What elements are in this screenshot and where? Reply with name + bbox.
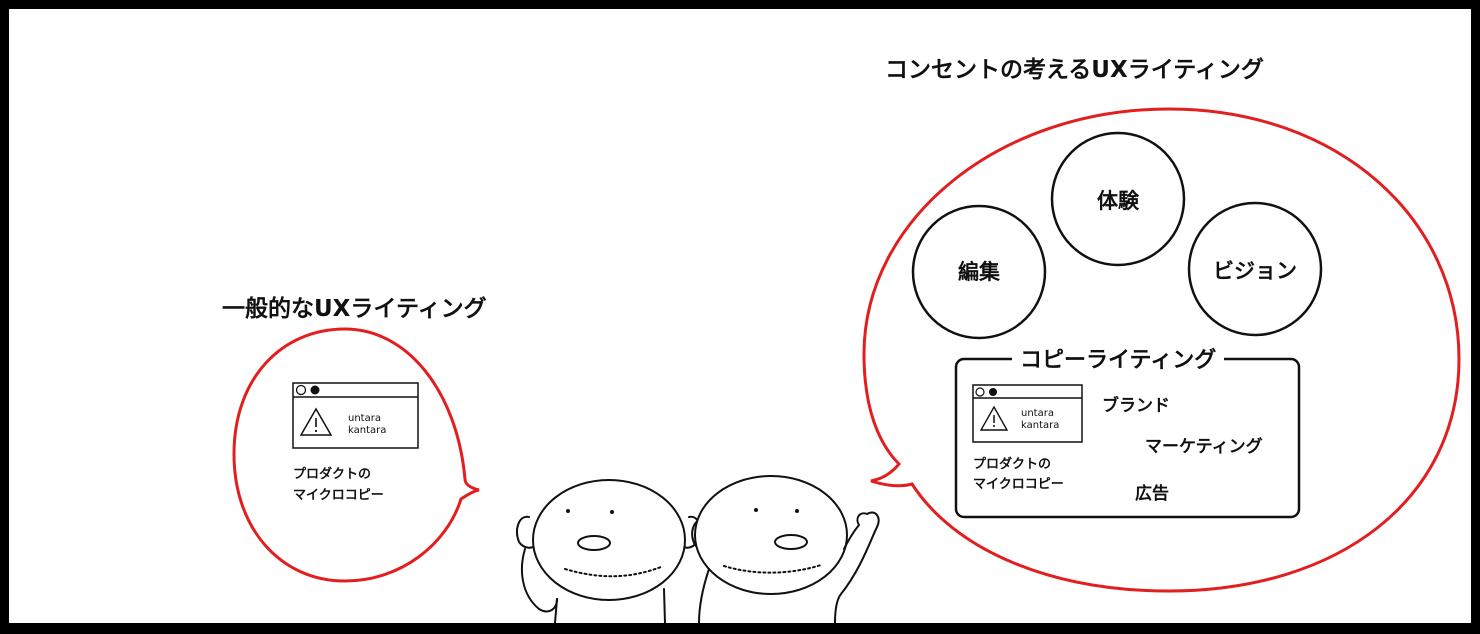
circle-label-experience: 体験	[1097, 189, 1139, 213]
circle-label-vision: ビジョン	[1213, 259, 1297, 283]
left-caption-line-2: マイクロコピー	[293, 488, 384, 503]
right-caption-line-2: マイクロコピー	[973, 477, 1064, 492]
circle-experience	[1050, 131, 1186, 267]
left-speech-bubble	[232, 327, 480, 583]
window-dot-open-icon	[975, 387, 985, 397]
circle-vision	[1187, 201, 1323, 337]
character-right	[691, 475, 880, 623]
item-marketing: マーケティング	[1145, 437, 1263, 457]
circle-editing	[911, 204, 1047, 340]
window-dot-filled-icon	[310, 385, 320, 395]
comic-panel: 一般的なUXライティング untara kantara プロダクトの マイクロコ…	[9, 9, 1471, 623]
illustration	[232, 107, 1461, 623]
warning-icon	[299, 407, 333, 436]
character-left	[516, 479, 701, 623]
left-window-text-1: untara	[348, 413, 381, 424]
right-caption-line-1: プロダクトの	[973, 457, 1052, 472]
right-speech-bubble	[862, 107, 1461, 593]
item-brand: ブランド	[1102, 396, 1170, 416]
left-window-text-2: kantara	[348, 425, 387, 436]
right-window-text-2: kantara	[1021, 420, 1060, 431]
left-window-mockup	[292, 382, 419, 449]
item-advertising: 広告	[1135, 484, 1169, 504]
right-window-mockup	[972, 384, 1083, 443]
left-title: 一般的なUXライティング	[222, 296, 487, 322]
window-dot-open-icon	[295, 384, 307, 396]
copywriting-title: コピーライティング	[1012, 342, 1225, 374]
left-caption-line-1: プロダクトの	[293, 467, 372, 482]
circle-label-editing: 編集	[958, 260, 1000, 284]
warning-icon	[979, 405, 1009, 431]
right-title: コンセントの考えるUXライティング	[885, 57, 1264, 83]
window-dot-filled-icon	[989, 388, 997, 396]
right-window-text-1: untara	[1021, 408, 1054, 419]
